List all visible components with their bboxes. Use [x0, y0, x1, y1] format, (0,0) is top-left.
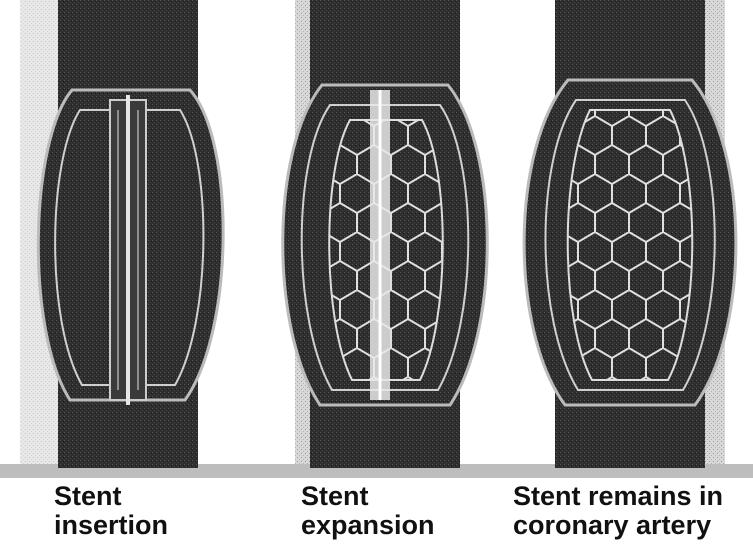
stent-deployed — [568, 110, 693, 380]
caption-stent-insertion: Stent insertion — [54, 482, 168, 540]
caption-line: Stent — [301, 482, 435, 511]
caption-line: insertion — [54, 511, 168, 540]
stent-illustration — [0, 0, 753, 478]
vessel-expansion — [283, 0, 488, 468]
caption-line: coronary artery — [513, 511, 723, 540]
caption-line: Stent remains in — [513, 482, 723, 511]
caption-stent-expansion: Stent expansion — [301, 482, 435, 540]
caption-stent-remains: Stent remains in coronary artery — [513, 482, 723, 540]
vessel-insertion — [38, 0, 223, 468]
caption-line: Stent — [54, 482, 168, 511]
caption-line: expansion — [301, 511, 435, 540]
vessel-stent-remains — [524, 0, 736, 468]
